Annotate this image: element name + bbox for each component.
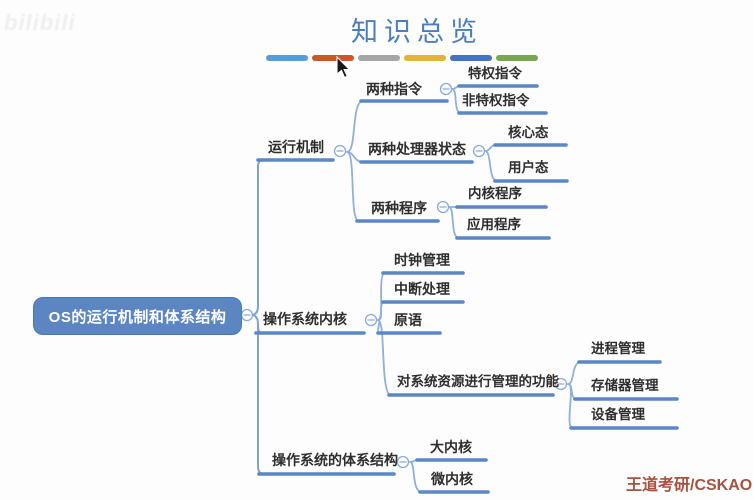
connector (346, 151, 360, 222)
connector (451, 88, 462, 114)
collapse-button-root[interactable] (240, 308, 254, 322)
node-neihechengxu[interactable]: 内核程序 (468, 186, 522, 201)
node-ziyuanguanligongneng[interactable]: 对系统资源进行管理的功能 (397, 374, 559, 389)
bilibili-logo-text: bilibili (4, 10, 76, 35)
node-yuanyu[interactable]: 原语 (394, 312, 422, 328)
legend-bar (358, 55, 400, 61)
legend-bar (266, 55, 308, 61)
node-chuliqizhuangtai[interactable]: 两种处理器状态 (368, 141, 466, 157)
node-caozuoxitongneihe[interactable]: 操作系统内核 (263, 311, 347, 327)
node-liangzhongzhiling[interactable]: 两种指令 (366, 81, 422, 97)
legend-bars (266, 55, 538, 61)
collapse-button-yunxingjizhi[interactable] (333, 144, 347, 158)
node-weineihe[interactable]: 微内核 (431, 471, 473, 487)
legend-bar (404, 55, 446, 61)
collapse-button-ziyuanguanli[interactable] (554, 377, 568, 391)
node-daneihe[interactable]: 大内核 (430, 439, 472, 455)
node-cunchuqiguanli[interactable]: 存储器管理 (591, 378, 659, 393)
node-hexintai[interactable]: 核心态 (508, 125, 549, 140)
collapse-button-neihe[interactable] (364, 313, 378, 327)
collapse-button-liangzhongzhiling[interactable] (439, 82, 453, 96)
node-jinchengguanli[interactable]: 进程管理 (591, 341, 645, 356)
trunk-connector-down (250, 314, 265, 475)
page-title: 知识总览 (351, 17, 483, 47)
connector (484, 150, 498, 182)
node-yonghutai[interactable]: 用户态 (508, 160, 549, 175)
bilibili-watermark: bilibili (4, 10, 224, 50)
connector (567, 361, 582, 385)
connector (346, 100, 364, 153)
node-shebeiguanli[interactable]: 设备管理 (591, 407, 645, 422)
collapse-button-tixijiegou[interactable] (396, 455, 410, 469)
connector (409, 461, 423, 493)
node-yingyongchengxu[interactable]: 应用程序 (467, 217, 521, 232)
node-tequanzhiling[interactable]: 特权指令 (468, 66, 522, 81)
node-tixijiegou[interactable]: 操作系统的体系结构 (272, 452, 398, 468)
connector (448, 206, 460, 239)
node-zhongduanchuli[interactable]: 中断处理 (394, 281, 450, 297)
node-liangzhongchengxu[interactable]: 两种程序 (371, 200, 427, 216)
connector (377, 319, 392, 396)
node-yunxingjizhi[interactable]: 运行机制 (268, 139, 324, 155)
credit-text: 王道考研/CSKAO (626, 477, 753, 494)
legend-bar (496, 55, 538, 61)
legend-bar (450, 55, 492, 61)
trunk-connector-up (250, 159, 265, 316)
node-feitequanzhiling[interactable]: 非特权指令 (462, 93, 530, 108)
legend-bar (312, 55, 354, 61)
node-shizhongguanli[interactable]: 时钟管理 (394, 252, 450, 268)
root-node[interactable]: OS的运行机制和体系结构 (33, 297, 242, 335)
collapse-button-liangzhongchengxu[interactable] (436, 200, 450, 214)
mouse-cursor (336, 55, 351, 79)
collapse-button-chuliqizhuangtai[interactable] (472, 144, 486, 158)
connector (377, 301, 386, 321)
